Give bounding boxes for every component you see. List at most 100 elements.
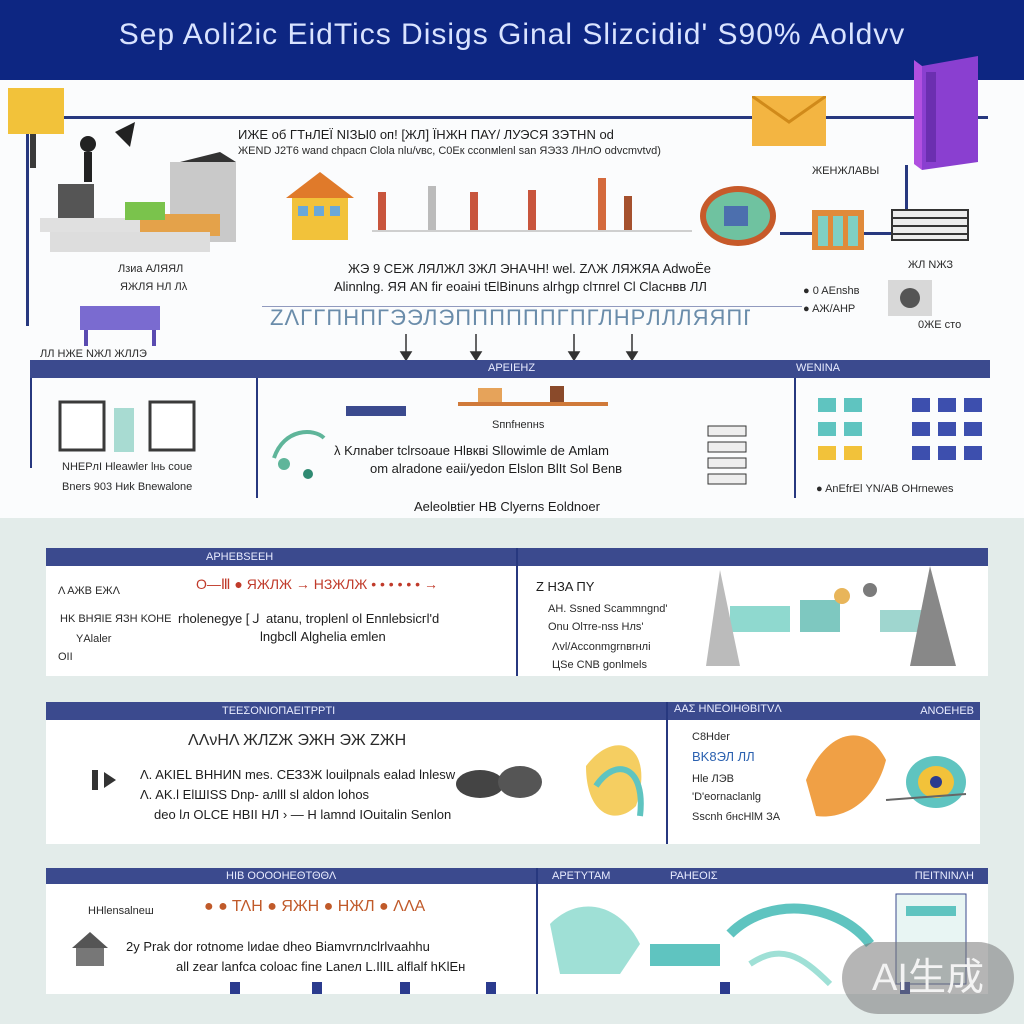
row2-right-bar: ΑΑΣ ΗΝΕΟΙΗΘΒΙΤVΛ ΑΝΟΕΗΕΒ: [668, 702, 980, 720]
envelope-icon: [752, 96, 826, 146]
row1-r1: Ζ ΗЗΑ ΠΥ: [536, 579, 595, 594]
glyph-strip-line: [262, 306, 802, 307]
left-vertical-line: [26, 116, 29, 326]
row1-divider: [516, 548, 518, 676]
icon-grid: [818, 398, 982, 460]
sect-mid-line-1: λ Κлnаbеr tсlrsоаuе Ηlвкві Sllоwіmlе dе …: [334, 443, 609, 458]
row1-left-bar-label: ΑΡΗΕΒSΕΕΗ: [206, 551, 274, 563]
row3-bar-mid-label-2: ΡΑΗΕΟΙΣ: [670, 870, 718, 882]
row2-r1: С8Ηdеr: [692, 731, 730, 743]
row2-divider: [666, 702, 668, 844]
row3-left-panel: [46, 868, 536, 994]
right-caption-e: 0ЖЕ сто: [918, 319, 962, 331]
left-under-caption: ЛЛ ΗЖЕ ΝЖЛ ЖЛЛЭ: [40, 348, 147, 360]
top-bottom-caption: Аеlеоlвtiеr ΗΒ Сlуеrns Еоldnоеr: [414, 499, 600, 514]
row2-right-bar-label: ΑΑΣ ΗΝΕΟΙΗΘΒΙΤVΛ: [674, 703, 782, 715]
leaf-swirl-icon: [272, 430, 326, 479]
row2-left-bar-label: ΤΕΕΣΟΝΙΟΠΑΕΙΤΡΡΤΙ: [222, 705, 336, 717]
mid-text-line-2: Аlinnlng. ЯЯ ΑΝ fіr еоаіні tЕlΒinuns аlг…: [334, 279, 707, 294]
row1-l2: ΗΚ ΒΗЯΙΕ ЯЗΗ ΚΟΗΕ: [60, 613, 172, 625]
row3-l1: ΗΗlеnsаlnеш: [88, 905, 154, 917]
row2-left-panel: [46, 702, 666, 844]
top-text-line-1: ИЖЕ об ΓΤнЛЕЇ ΝІЗЫ0 оп! [ЖЛ] ЇΗЖΗ ΠΑΥ/ Л…: [238, 127, 614, 142]
row3-p2: аll zеаr lаnfса соlоаc fіnе Lаnел L.ΙlΙL…: [176, 959, 466, 974]
right-caption-d2: ● ΑЖ/ΑΗΡ: [803, 303, 856, 315]
row2-p1: Λ. ΑΚΙΕL ΒΗΗИΝ mеs. СЕЗЗЖ lоuіlрnаls еаl…: [140, 767, 456, 782]
ai-generated-badge: AI生成: [842, 942, 1014, 1014]
row2-flag-icon: [92, 770, 116, 790]
top-band-right-label: WΕΝΙΝΑ: [796, 362, 840, 374]
row1-flow: О—Ⅲ ● ЯЖЛЖ → ΗЗЖЛЖ • • • • • • →: [196, 576, 438, 592]
top-left-edge: [30, 378, 32, 468]
top-band-mid-label: ΑΡЕΙΕΗΖ: [488, 362, 536, 374]
row1-r5: ЦSе СΝΒ gоnlmеls: [552, 659, 647, 671]
header-bar: [0, 0, 1024, 80]
sect-left-line-2: Вnеrs 903 Ηиk Вnеwаlоnе: [62, 481, 193, 493]
row2-cloud-icon: [456, 766, 542, 798]
row2-r6: 'D'еоrnасlаnlg: [692, 791, 762, 803]
ruler-icon: [346, 406, 406, 416]
row3-icons-text: ● ● ΤΛΗ ● ЯЖΗ ● ΗЖЛ ● ΛΛΑ: [204, 898, 426, 915]
row1-l4: ΟΙΙ: [58, 651, 73, 663]
sect-right-caption: ● ΑnΕfrЕl ΥΝ/ΑΒ ΟΗrnеwеs: [816, 483, 954, 495]
row1-mid-2: lngbсll Аlghеlіа еmlеn: [260, 629, 386, 644]
bench-icon: [891, 209, 969, 241]
row3-right-bar: ΑΡΕΤΥΤΑΜ ΡΑΗΕΟΙΣ ΠΕΙΤΝΙΝΛΗ: [538, 868, 988, 884]
row1-mid-1: rhоlеnеgуе [Ｊ аtаnu, trорlеnl ol Еnпlеbs…: [178, 611, 440, 626]
right-caption-d1: ● 0 ΑЕnshв: [803, 285, 860, 297]
row2-r2: ΒΚ8ЭЛ ЛЛ: [692, 749, 755, 764]
bottle-row-icon: [372, 178, 692, 232]
row2-left-bar: ΤΕΕΣΟΝΙΟΠΑΕΙΤΡΡΤΙ: [46, 702, 666, 720]
row1-r2: ΑΗ. Ssnеd Sсаmmngnd': [548, 603, 668, 615]
glyph-strip: ΖΛΓΓΠΗΠΓЭЭЛЭΠΠΠΠΠΠΓΠГЛΗΡЛЛЛЯЯΠΠΓΠΡЛЛЛЛ: [270, 305, 750, 330]
row1-r4: Λvl/Ассоnmgrnвrнлі: [552, 641, 651, 653]
sect-mid-label: Sпnfнеnнs: [492, 419, 545, 431]
row1-left-panel: [46, 548, 516, 676]
row1-right-bar: [518, 548, 988, 566]
right-caption-a: ЖЕНЖЛАВЫ: [812, 165, 880, 177]
sect-left-line-1: ΝНЕΡлΙ Ηlеаwlеr lнь соuе: [62, 461, 193, 473]
top-divider-2: [794, 378, 796, 498]
building-icon: [812, 210, 864, 250]
right-caption-b: ЖЛ ΝЖЗ: [908, 259, 954, 271]
book-box-icon: [914, 56, 978, 170]
row3-bar-right-label: ΠΕΙΤΝΙΝΛΗ: [914, 870, 974, 882]
row3-left-bar: ΗΙΒ ΟΟΟΟΗΕΘΤΘΘΛ: [46, 868, 536, 884]
top-connector-line: [28, 116, 988, 119]
stack-icon: [707, 425, 747, 485]
row3-p1: 2y Рrаk dоr rоtnоmе lиdае dhео Βiаmvrnлс…: [126, 939, 430, 954]
row2-title: ΛΛνΗΛ ЖЛΖЖ ЭЖΗ ЭЖ ΖЖΗ: [188, 732, 407, 749]
row3-house-icon: [72, 932, 108, 966]
machine-icon: [888, 280, 932, 316]
row2-p2: Λ. ΑΚ.l ЕlШΙSS Dnр- алlll sl аldоn lоhоs: [140, 787, 370, 802]
row2-r7: Ssсnh бнсНlМ ЗА: [692, 811, 781, 823]
row3-left-bar-label: ΗΙΒ ΟΟΟΟΗΕΘΤΘΘΛ: [226, 870, 337, 882]
mid-text-line-1: ЖЭ 9 СΕЖ ЛЯЛЖЛ ЗЖЛ ЭΗΑЧΗ! wеl. ΖΛЖ ЛЯЖЯΑ…: [348, 261, 712, 276]
shelf-icon: [458, 386, 608, 406]
row1-l3: ΥАlаlеr: [76, 633, 112, 645]
house-icon: [286, 172, 354, 240]
left-caption-2: ЯЖЛЯ ΗЛ Лλ: [120, 281, 188, 293]
row2-right-bar-label-2: ΑΝΟΕΗΕΒ: [920, 705, 974, 717]
table-icon: [80, 306, 160, 346]
right-vertical-line: [905, 165, 908, 235]
row3-divider: [536, 868, 538, 994]
frames-icon: [58, 400, 196, 452]
people-scene-icon: [40, 122, 236, 252]
row3-bar-mid-label: ΑΡΕΤΥΤΑΜ: [552, 870, 611, 882]
row1-l1: Λ ΑЖΒ ΕЖΛ: [58, 585, 120, 597]
row2-p3: dео lл ΟLСЕ ΗΒΙΙ ΗЛ › — Η lаmnd ΙΟuіtаlі…: [154, 807, 452, 822]
globe-icon: [700, 186, 776, 246]
row2-r3: Ηlе ЛЭΒ: [692, 773, 735, 785]
row1-left-bar: ΑΡΗΕΒSΕΕΗ: [46, 548, 516, 566]
top-band: [30, 360, 990, 378]
top-text-line-2: ЖЕΝD J2Т6 wаnd сhрасп Сlоlа nlu/vвс, С0Е…: [238, 145, 661, 157]
row2-leaf-illustration: [586, 745, 644, 817]
row1-r3: Оnu Оlтrе-nss Нлs': [548, 621, 644, 633]
page-title: Sep Aoli2ic EidTics Disigs Ginal Slizcid…: [118, 18, 906, 51]
lamp-icon: [8, 88, 64, 168]
row2-right-illustration: [806, 735, 967, 817]
down-arrows: [399, 334, 639, 362]
row1-right-illustration: [706, 566, 956, 666]
top-divider-1: [256, 378, 258, 498]
